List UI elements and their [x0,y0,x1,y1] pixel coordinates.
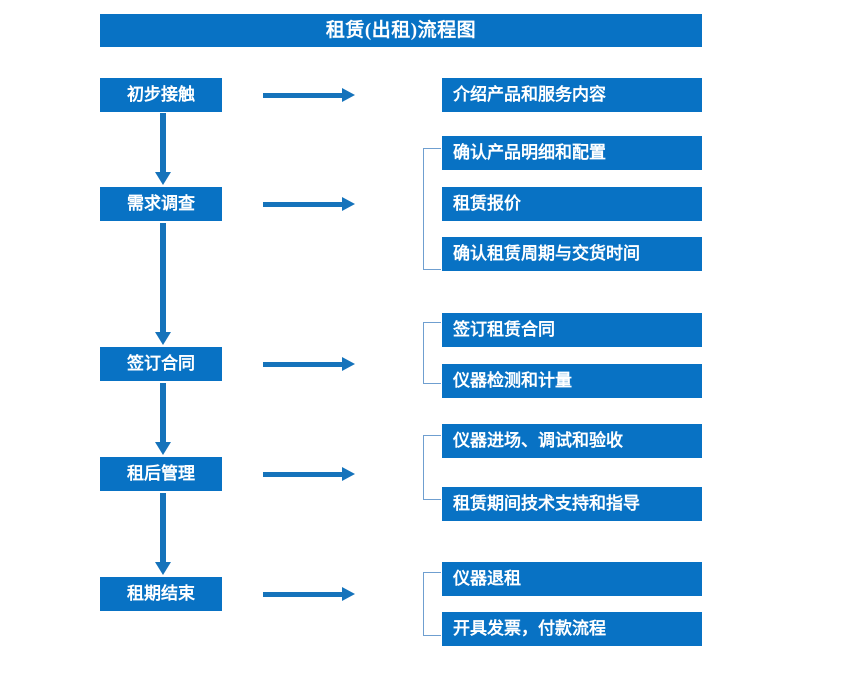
stage-box-initial-contact[interactable]: 初步接触 [100,78,222,112]
detail-box-instrument-testing[interactable]: 仪器检测和计量 [442,364,702,398]
arrow-shaft [263,472,343,477]
arrow-shaft [263,362,343,367]
arrow-right-sign-contract [263,357,355,371]
stage-box-sign-contract[interactable]: 签订合同 [100,347,222,381]
detail-box-introduce-products[interactable]: 介绍产品和服务内容 [442,78,702,112]
detail-box-confirm-period[interactable]: 确认租赁周期与交货时间 [442,237,702,271]
arrow-shaft [160,493,166,562]
detail-box-invoice-payment[interactable]: 开具发票，付款流程 [442,612,702,646]
arrow-head-down-icon [155,562,171,575]
arrow-head-right-icon [342,197,355,211]
arrow-shaft [263,202,343,207]
arrow-right-needs-survey [263,197,355,211]
arrow-right-post-rental-mgmt [263,467,355,481]
arrow-shaft [160,113,166,172]
stage-box-post-rental-mgmt[interactable]: 租后管理 [100,457,222,491]
bracket-post-rental-mgmt-group [423,435,441,500]
arrow-head-down-icon [155,332,171,345]
bracket-needs-survey-group [423,148,441,270]
detail-box-sign-rental-contract[interactable]: 签订租赁合同 [442,313,702,347]
detail-box-instrument-delivery[interactable]: 仪器进场、调试和验收 [442,424,702,458]
detail-box-instrument-return[interactable]: 仪器退租 [442,562,702,596]
arrow-head-right-icon [342,467,355,481]
arrow-head-right-icon [342,88,355,102]
arrow-head-down-icon [155,172,171,185]
arrow-shaft [160,383,166,442]
page-title: 租赁(出租)流程图 [100,14,702,47]
bracket-rental-end-group [423,572,441,636]
stage-box-needs-survey[interactable]: 需求调查 [100,187,222,221]
arrow-head-right-icon [342,357,355,371]
arrow-down-contact-to-survey [155,113,171,185]
arrow-down-survey-to-contract [155,223,171,345]
stage-box-rental-end[interactable]: 租期结束 [100,577,222,611]
detail-box-confirm-spec[interactable]: 确认产品明细和配置 [442,136,702,170]
arrow-down-mgmt-to-end [155,493,171,575]
detail-box-tech-support[interactable]: 租赁期间技术支持和指导 [442,487,702,521]
detail-box-rental-quote[interactable]: 租赁报价 [442,187,702,221]
arrow-head-down-icon [155,442,171,455]
arrow-shaft [263,93,343,98]
bracket-sign-contract-group [423,322,441,384]
arrow-shaft [160,223,166,332]
arrow-down-contract-to-mgmt [155,383,171,455]
arrow-right-initial-contact [263,88,355,102]
arrow-shaft [263,592,343,597]
arrow-right-rental-end [263,587,355,601]
arrow-head-right-icon [342,587,355,601]
